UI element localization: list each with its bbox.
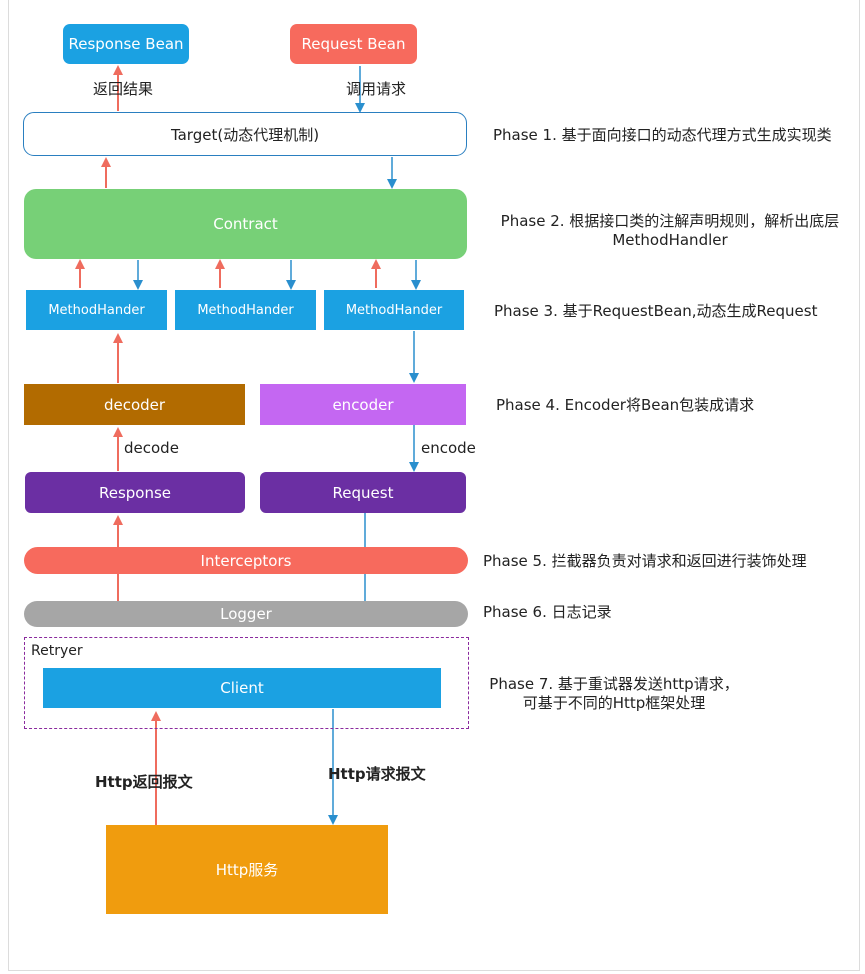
request-bean-node: Request Bean [290, 24, 417, 64]
contract-node: Contract [24, 189, 467, 259]
phase-2-line-1: Phase 2. 根据接口类的注解声明规则，解析出底层 [500, 212, 840, 230]
phase-2-text: Phase 2. 根据接口类的注解声明规则，解析出底层 MethodHandle… [490, 212, 850, 250]
retryer-label: Retryer [31, 643, 83, 659]
http-response-label: Http返回报文 [95, 773, 193, 791]
phase-7-text: Phase 7. 基于重试器发送http请求， 可基于不同的Http框架处理 [478, 675, 750, 713]
encode-label: encode [421, 439, 476, 457]
request-node: Request [260, 472, 466, 513]
response-bean-node: Response Bean [63, 24, 189, 64]
method-handler-2: MethodHander [175, 290, 316, 330]
encoder-node: encoder [260, 384, 466, 425]
phase-4-text: Phase 4. Encoder将Bean包装成请求 [496, 396, 755, 414]
http-request-label: Http请求报文 [328, 765, 426, 783]
diagram-frame [8, 0, 860, 971]
decode-label: decode [124, 439, 179, 457]
phase-6-text: Phase 6. 日志记录 [483, 603, 612, 621]
client-node: Client [43, 668, 441, 708]
phase-7-line-1: Phase 7. 基于重试器发送http请求， [489, 675, 739, 693]
phase-7-line-2: 可基于不同的Http框架处理 [522, 694, 706, 712]
return-result-label: 返回结果 [93, 80, 154, 98]
method-handler-3: MethodHander [324, 290, 464, 330]
logger-bar: Logger [24, 601, 468, 627]
interceptors-bar: Interceptors [24, 547, 468, 574]
target-node: Target(动态代理机制) [23, 112, 467, 156]
phase-5-text: Phase 5. 拦截器负责对请求和返回进行装饰处理 [483, 552, 807, 570]
phase-3-text: Phase 3. 基于RequestBean,动态生成Request [494, 302, 818, 320]
response-node: Response [25, 472, 245, 513]
method-handler-1: MethodHander [26, 290, 167, 330]
phase-1-text: Phase 1. 基于面向接口的动态代理方式生成实现类 [493, 126, 832, 144]
http-service-node: Http服务 [106, 825, 388, 914]
retryer-container [24, 637, 469, 729]
decoder-node: decoder [24, 384, 245, 425]
phase-2-line-2: MethodHandler [612, 231, 728, 249]
call-request-label: 调用请求 [346, 80, 407, 98]
